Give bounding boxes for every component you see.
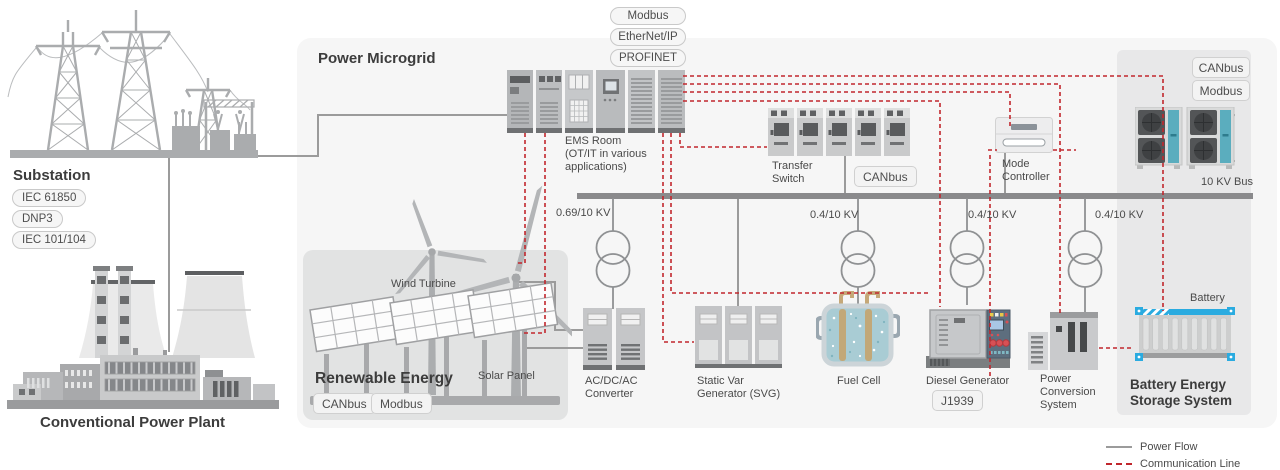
- panel-title: Power Microgrid: [318, 50, 436, 67]
- protocol-pill-profinet: PROFINET: [610, 49, 686, 67]
- diesel-generator-label: Diesel Generator: [926, 375, 1010, 387]
- bess-title: Battery Energy Storage System: [1130, 377, 1233, 408]
- voltage-label-acdc: 0.69/10 KV: [556, 207, 611, 219]
- conventional-plant-title: Conventional Power Plant: [40, 414, 226, 431]
- pcs-graphic: [1028, 312, 1098, 370]
- protocol-pill-canbus-transfer: CANbus: [854, 166, 917, 187]
- protocol-pill-iec61850: IEC 61850: [12, 189, 87, 207]
- chiller-units-graphic: [1135, 107, 1235, 169]
- acdc-converter-graphic: [583, 308, 645, 370]
- power-flow-line-sample: [1106, 445, 1132, 448]
- legend: Power Flow Communication Line: [1106, 438, 1240, 470]
- voltage-label-pcs: 0.4/10 KV: [1095, 209, 1144, 221]
- ems-room-cabinets: [507, 70, 685, 133]
- bus-label: 10 KV Bus: [1201, 176, 1253, 188]
- protocol-pill-canbus-renewable: CANbus: [313, 393, 376, 414]
- conventional-power-plant-graphic: [7, 266, 279, 409]
- solar-array: [389, 289, 481, 396]
- protocol-pill-j1939: J1939: [932, 390, 983, 411]
- diesel-generator-graphic: [926, 309, 1011, 368]
- substation-graphic: [7, 10, 258, 158]
- protocol-pill-modbus-renewable: Modbus: [371, 393, 432, 414]
- wind-turbine-label: Wind Turbine: [391, 278, 456, 290]
- transfer-switch-graphic: [768, 108, 910, 156]
- ems-room-label: EMS Room (OT/IT in various applications): [565, 135, 647, 173]
- protocol-pill-modbus-bess: Modbus: [1192, 80, 1250, 101]
- mode-controller-graphic: [995, 117, 1053, 153]
- 10kv-bus-bar: [577, 193, 1253, 199]
- legend-communication-line: Communication Line: [1106, 455, 1240, 470]
- mode-controller-label: Mode Controller: [1002, 158, 1050, 183]
- legend-power-flow: Power Flow: [1106, 438, 1240, 455]
- static-var-generator-label: Static Var Generator (SVG): [697, 375, 781, 400]
- pcs-label: Power Conversion System: [1040, 373, 1096, 411]
- substation-title: Substation: [13, 167, 91, 184]
- battery-label: Battery: [1190, 292, 1225, 304]
- protocol-pill-ethernet-ip: EtherNet/IP: [610, 28, 686, 46]
- voltage-label-fuel-cell: 0.4/10 KV: [810, 209, 859, 221]
- battery-container-graphic: [1135, 307, 1235, 361]
- transfer-switch-label: Transfer Switch: [772, 160, 813, 185]
- voltage-label-diesel: 0.4/10 KV: [968, 209, 1017, 221]
- protocol-pill-dnp3: DNP3: [12, 210, 63, 228]
- solar-panel-label: Solar Panel: [478, 370, 535, 382]
- renewable-title: Renewable Energy: [315, 370, 453, 387]
- svg-cabinets-graphic: [695, 306, 782, 368]
- protocol-pill-modbus: Modbus: [610, 7, 686, 25]
- protocol-pill-iec101-104: IEC 101/104: [12, 231, 96, 249]
- communication-line-sample: [1106, 462, 1132, 465]
- fuel-cell-graphic: [816, 291, 900, 367]
- acdc-converter-label: AC/DC/AC Converter: [585, 375, 638, 400]
- solar-array: [467, 282, 559, 396]
- solar-array: [309, 296, 401, 396]
- fuel-cell-label: Fuel Cell: [837, 375, 881, 387]
- protocol-pill-canbus-bess: CANbus: [1192, 57, 1250, 78]
